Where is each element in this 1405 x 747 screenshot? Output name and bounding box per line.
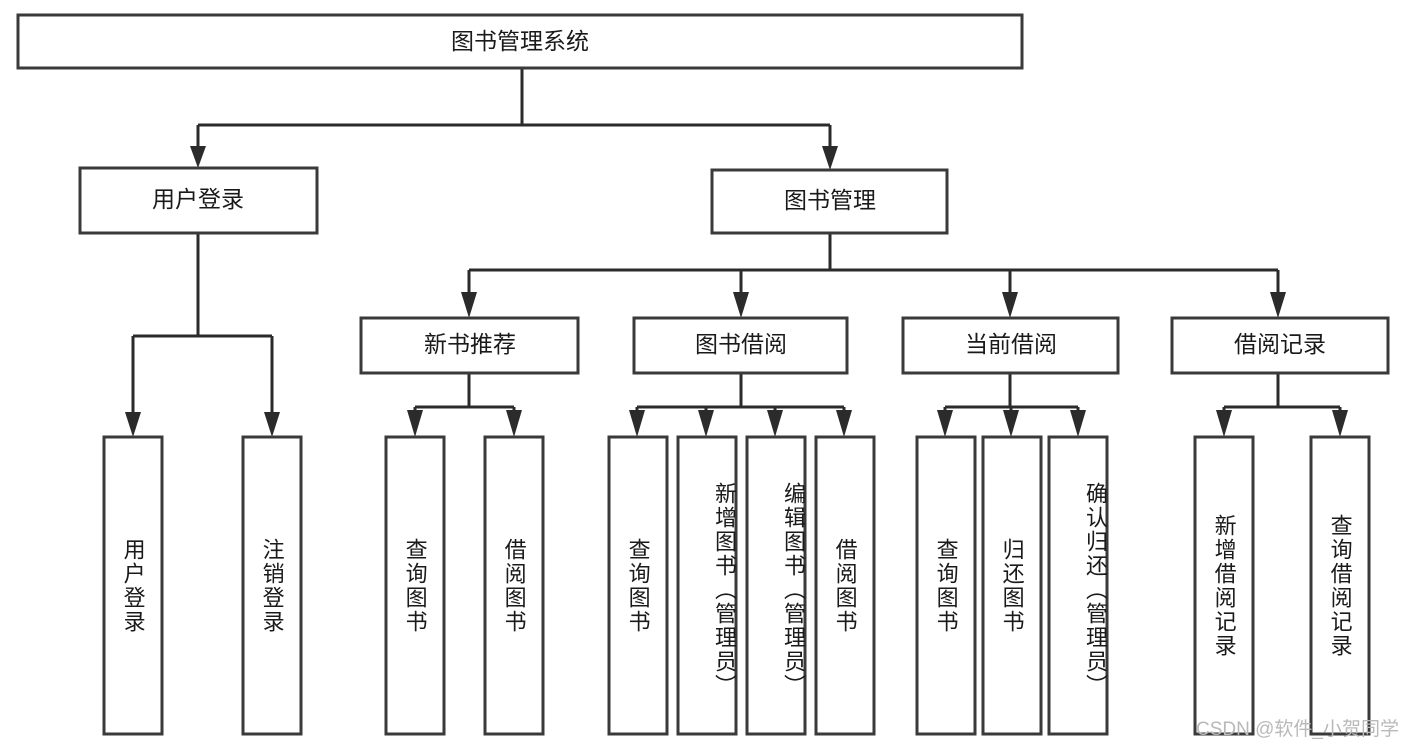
arrow-head-leaf-record-1 bbox=[1216, 410, 1232, 437]
arrow-head-level3-3 bbox=[1002, 292, 1018, 318]
arrow-head-leaf-borrow-1 bbox=[629, 410, 645, 437]
node-box-leaf-current-1[interactable] bbox=[915, 435, 977, 736]
node-label-root: 图书管理系统 bbox=[451, 28, 589, 54]
node-box-leaf-borrow-1[interactable] bbox=[607, 435, 669, 736]
node-box-current-borrow[interactable] bbox=[901, 316, 1120, 375]
node-box-borrow-record[interactable] bbox=[1170, 316, 1390, 375]
arrow-head-leaf-borrow-2 bbox=[698, 410, 714, 437]
node-box-book-borrow[interactable] bbox=[632, 316, 849, 375]
arrow-head-leaf-user-login-2 bbox=[264, 412, 280, 437]
watermark-text: CSDN @软件_小贺同学 bbox=[1196, 719, 1399, 740]
node-box-book-management[interactable] bbox=[710, 168, 949, 235]
connector-group-bookmgmt bbox=[461, 233, 1286, 318]
arrow-head-level3-2 bbox=[733, 292, 749, 318]
connector-group-borrow bbox=[629, 373, 852, 437]
node-label-book-management: 图书管理 bbox=[784, 187, 876, 213]
connector-group-userlogin bbox=[125, 233, 280, 437]
arrow-head-level3-1 bbox=[461, 292, 477, 318]
node-label-current-borrow: 当前借阅 bbox=[965, 331, 1057, 357]
arrow-head-leaf-borrow-4 bbox=[836, 410, 852, 437]
connector-group-root bbox=[190, 68, 838, 170]
node-label-book-borrow: 图书借阅 bbox=[695, 331, 787, 357]
arrow-head-leaf-record-2 bbox=[1332, 410, 1348, 437]
arrow-head-level3-4 bbox=[1270, 292, 1286, 318]
connector-group-record bbox=[1216, 373, 1348, 437]
arrow-head-bookmgmt bbox=[822, 146, 838, 170]
arrow-head-leaf-current-1 bbox=[937, 410, 953, 437]
arrow-head-leaf-newbook-2 bbox=[506, 410, 522, 437]
node-box-leaf-current-2[interactable] bbox=[981, 435, 1043, 736]
node-box-leaf-record-2[interactable] bbox=[1309, 435, 1371, 736]
node-box-leaf-borrow-4[interactable] bbox=[814, 435, 876, 736]
connector-group-newbook bbox=[407, 373, 522, 437]
connector-group-current bbox=[937, 373, 1086, 437]
node-box-leaf-borrow-3[interactable] bbox=[745, 435, 807, 736]
node-box-leaf-newbook-1[interactable] bbox=[384, 435, 446, 736]
node-label-new-book-recommend: 新书推荐 bbox=[424, 331, 516, 357]
node-box-root[interactable] bbox=[16, 13, 1024, 70]
node-box-leaf-user-login-1[interactable] bbox=[102, 435, 164, 736]
arrow-head-leaf-newbook-1 bbox=[407, 410, 423, 437]
arrow-head-leaf-borrow-3 bbox=[767, 410, 783, 437]
node-box-leaf-newbook-2[interactable] bbox=[483, 435, 545, 736]
node-label-user-login: 用户登录 bbox=[152, 186, 244, 212]
node-box-leaf-user-login-2[interactable] bbox=[241, 435, 303, 736]
arrow-head-leaf-user-login-1 bbox=[125, 412, 141, 437]
node-box-leaf-record-1[interactable] bbox=[1193, 435, 1255, 736]
node-box-leaf-current-3[interactable] bbox=[1047, 435, 1109, 736]
node-box-leaf-borrow-2[interactable] bbox=[676, 435, 738, 736]
node-box-user-login[interactable] bbox=[78, 166, 319, 235]
arrow-head-leaf-current-3 bbox=[1070, 410, 1086, 437]
arrow-head-leaf-current-2 bbox=[1003, 410, 1019, 437]
arrow-head-userlogin bbox=[190, 146, 206, 168]
node-label-borrow-record: 借阅记录 bbox=[1234, 331, 1326, 357]
node-box-new-book-recommend[interactable] bbox=[359, 316, 580, 375]
